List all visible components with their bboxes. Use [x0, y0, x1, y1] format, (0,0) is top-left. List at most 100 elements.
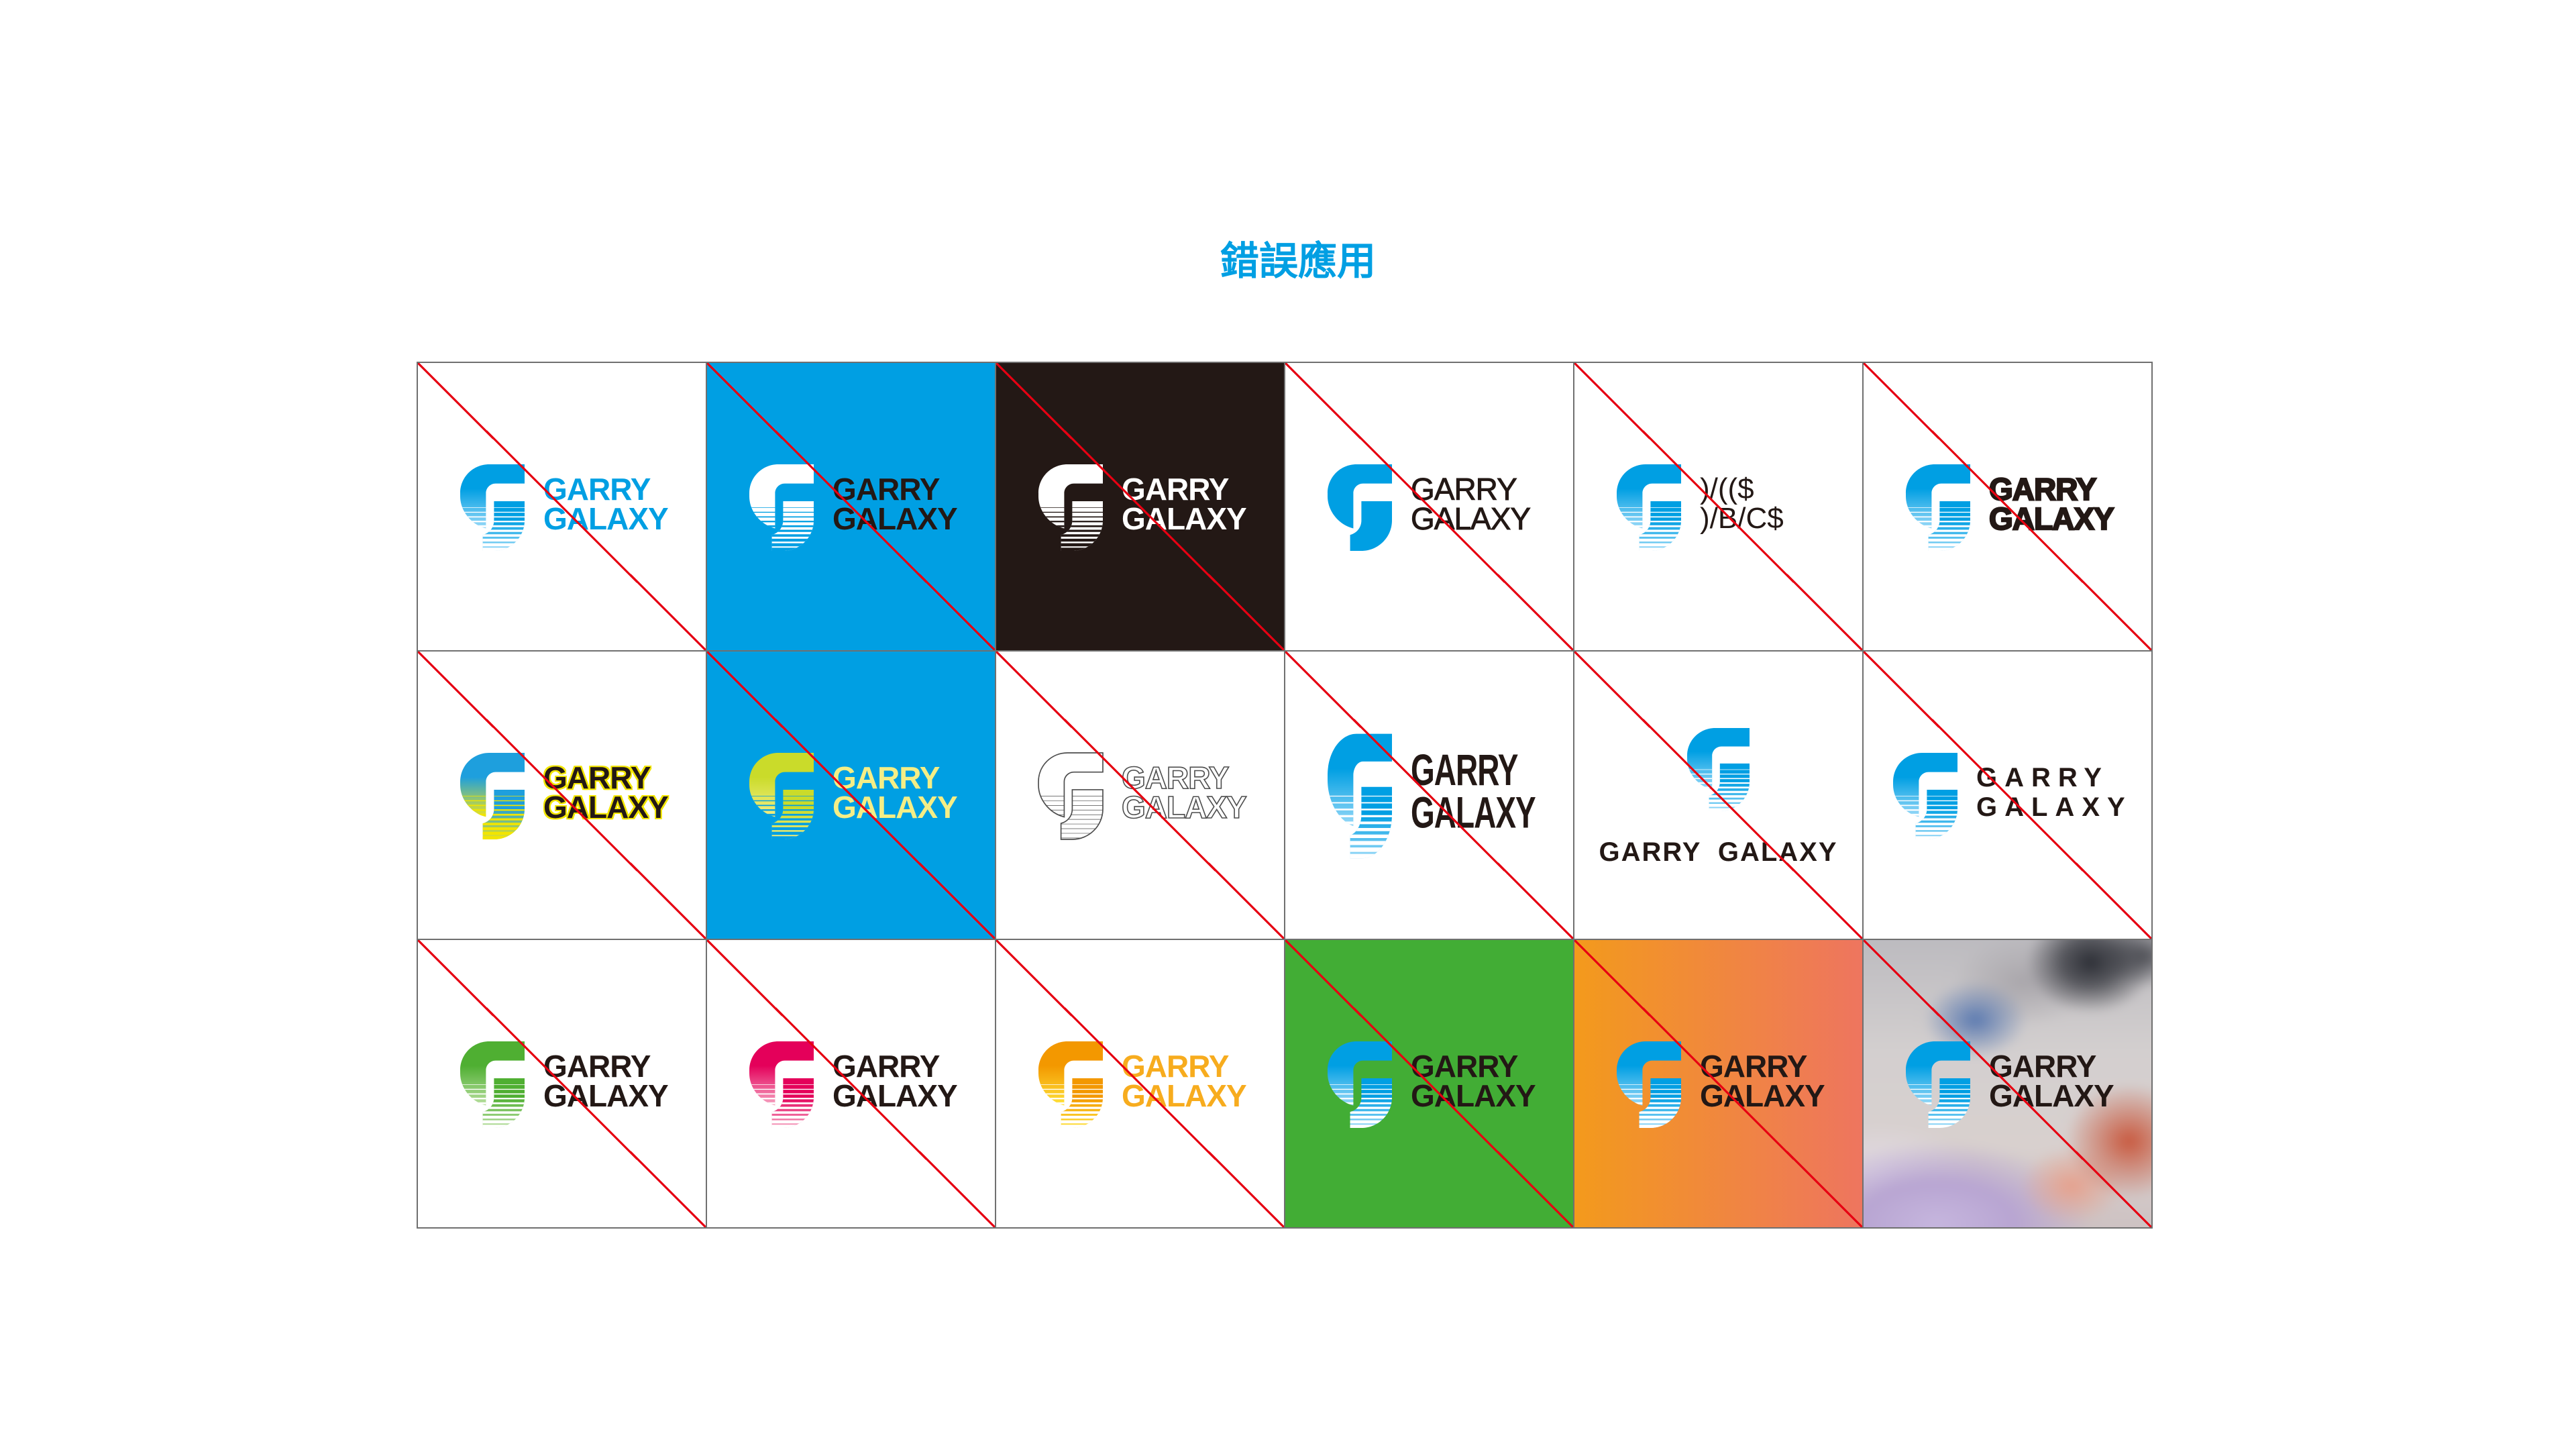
- wordmark-line-1: GARRY: [833, 760, 940, 795]
- g-logo-icon: [460, 1041, 525, 1128]
- wordmark-line-1: GARRY: [543, 471, 651, 507]
- wordmark-line-1: GARRY: [543, 760, 651, 795]
- wordmark-line-1: GARRY: [1988, 471, 2098, 507]
- wordmark-line-1: )/(($: [1700, 472, 1754, 505]
- wordmark-line-1: GARRY: [1989, 1048, 2096, 1084]
- wordmark-line-1: GARRY: [833, 1048, 940, 1084]
- g-logo-icon: [1038, 752, 1104, 840]
- g-logo-icon: [1617, 1041, 1681, 1128]
- wordmark-line-2: GALAXY: [1411, 786, 1536, 837]
- wordmark: GARRY GALAXY: [1599, 837, 1837, 867]
- wordmark-line-2: GALAXY: [1122, 501, 1247, 536]
- wordmark-line-2: GALAXY: [543, 501, 669, 536]
- wordmark-line-1: GARRY: [1411, 471, 1518, 507]
- wordmark-line-2: GALAXY: [543, 1078, 669, 1113]
- g-logo-icon: [460, 464, 525, 551]
- g-logo-icon: [1328, 1041, 1392, 1128]
- g-logo-icon: [749, 753, 814, 839]
- wordmark-line-2: GALAXY: [543, 789, 669, 825]
- g-logo-icon: [1617, 464, 1681, 551]
- g-logo-icon: [749, 464, 814, 551]
- g-logo-icon: [1687, 728, 1750, 811]
- wordmark-line-2: GALAXY: [1988, 501, 2115, 536]
- misuse-cell-5: )/(($)/B/C$: [1574, 363, 1862, 650]
- wordmark-line-1: GARRY: [1121, 760, 1230, 795]
- wordmark-line-1: GARRY: [1122, 471, 1229, 507]
- wordmark-line-2: GALAXY: [1989, 1078, 2114, 1113]
- g-logo-icon: [1906, 1041, 1970, 1128]
- wordmark-line-1: GARRY: [1411, 1048, 1518, 1084]
- g-logo-icon: [1906, 464, 1970, 551]
- wordmark-line-2: GALAXY: [1411, 1078, 1536, 1113]
- wordmark-line-2: )/B/C$: [1700, 501, 1784, 535]
- g-logo-icon: [1328, 464, 1392, 551]
- brand-logo: )/(($)/B/C$: [1617, 464, 1784, 551]
- wordmark-line-2: GALAXY: [1122, 1078, 1247, 1113]
- wordmark-line-2: GALAXY: [833, 789, 958, 825]
- wordmark-line-1: GARRY: [1122, 1048, 1229, 1084]
- g-logo-icon: [1893, 753, 1957, 839]
- wordmark-line-1: GARRY: [543, 1048, 651, 1084]
- wordmark: )/(($)/B/C$: [1700, 474, 1784, 533]
- brand-logo: GARRY GALAXY: [1574, 728, 1862, 867]
- wordmark-line-1: GARRY GALAXY: [1599, 837, 1838, 867]
- misuse-cell-11: GARRY GALAXY: [1574, 652, 1862, 939]
- wordmark-line-1: GARRY: [833, 471, 940, 507]
- g-logo-icon: [1038, 1041, 1103, 1128]
- wordmark-line-2: GALAXY: [833, 1078, 958, 1113]
- wordmark-line-1: GARRY: [1700, 1048, 1807, 1084]
- page-title: 錯誤應用: [1220, 238, 1377, 284]
- wordmark-line-1: GARRY: [1411, 743, 1518, 794]
- g-logo-icon: [749, 1041, 814, 1128]
- wordmark-line-2: GALAXY: [1411, 501, 1532, 536]
- wordmark-line-1: GARRY: [1976, 762, 2109, 792]
- g-logo-icon: [1328, 733, 1392, 859]
- g-logo-icon: [1038, 464, 1103, 551]
